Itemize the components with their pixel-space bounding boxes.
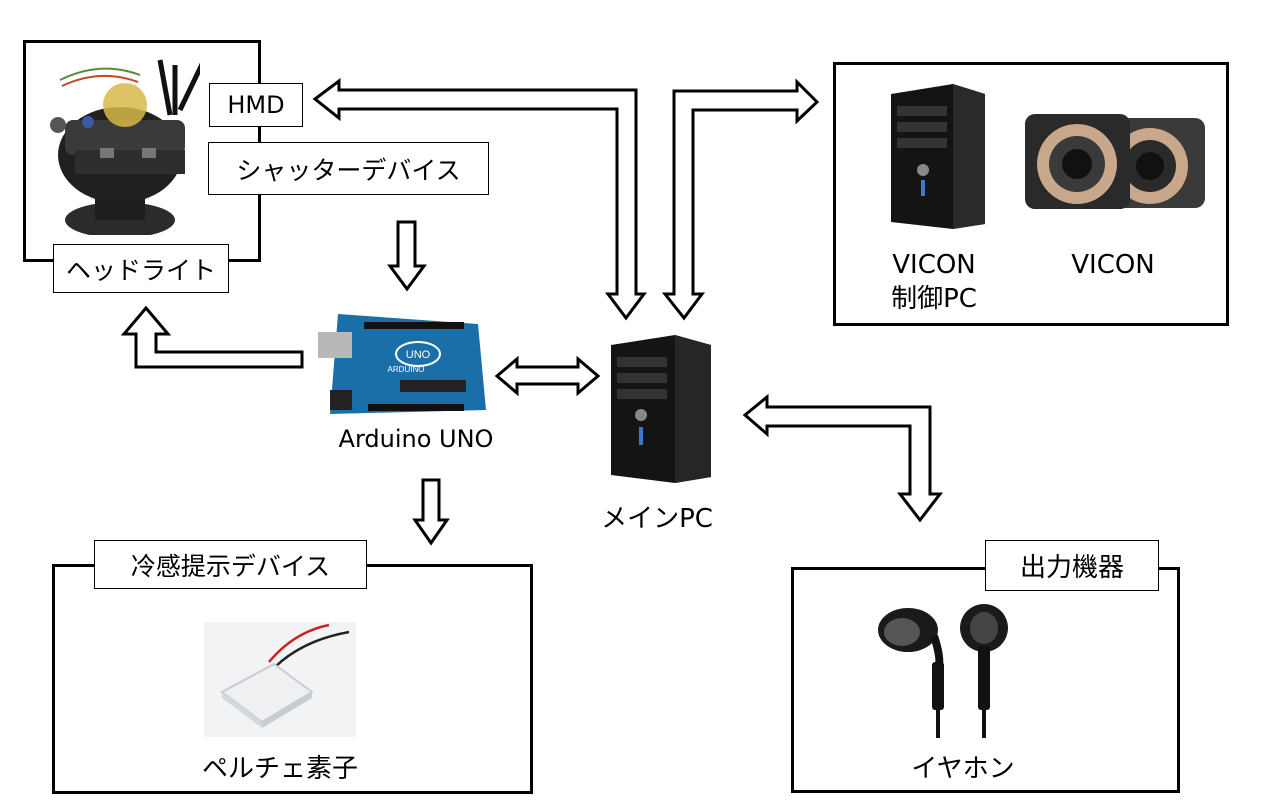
main-pc-tower — [611, 335, 711, 483]
headlight-text: ヘッドライト — [65, 255, 216, 285]
arduino-uno-logo: UNO — [406, 349, 431, 361]
shutter-arduino-arrow — [387, 220, 427, 292]
vicon-camera — [1025, 114, 1205, 209]
vicon-pc-tower — [891, 84, 985, 229]
mainpc-earphone-arrow — [742, 393, 944, 523]
hmd-photo — [50, 59, 200, 235]
vicon-pc-caption-line2: 制御PC — [891, 284, 977, 314]
vicon-caption: VICON — [1071, 250, 1155, 280]
earphone-caption: イヤホン — [911, 754, 1015, 784]
peltier-caption: ペルチェ素子 — [201, 754, 358, 784]
arduino-caption: Arduino UNO — [338, 425, 494, 453]
cooling-device-label: 冷感提示デバイス — [94, 540, 367, 589]
vicon-pc-caption-line1: VICON — [892, 250, 976, 280]
mainpc-vicon-arrow — [661, 78, 820, 321]
arduino-board: UNO ARDUINO — [318, 314, 486, 414]
shutter-device-text: シャッターデバイス — [236, 155, 461, 185]
arduino-cooling-arrow — [412, 478, 450, 546]
arduino-headlight-arrow — [120, 305, 304, 369]
arduino-brand-logo: ARDUINO — [388, 365, 425, 374]
hmd-label: HMD — [209, 83, 303, 127]
output-device-label: 出力機器 — [985, 540, 1159, 591]
main-pc-caption: メインPC — [601, 504, 713, 534]
peltier-photo — [204, 622, 356, 737]
hmd-text: HMD — [227, 91, 285, 119]
arduino-mainpc-arrow — [494, 355, 601, 397]
earphone-photo — [878, 604, 1008, 738]
shutter-device-label: シャッターデバイス — [208, 142, 489, 195]
vicon-pc-caption: VICON 制御PC — [868, 248, 1000, 316]
hmd-mainpc-arrow — [312, 78, 647, 321]
headlight-label: ヘッドライト — [53, 244, 229, 293]
